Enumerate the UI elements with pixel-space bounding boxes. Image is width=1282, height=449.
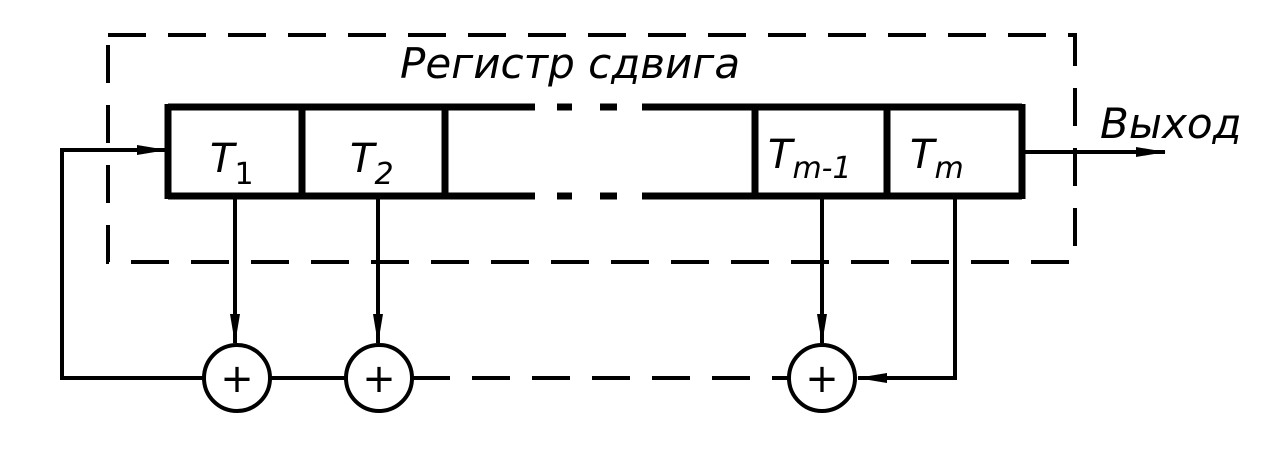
cell-t1: T1 [210, 136, 254, 192]
svg-text:+: + [362, 356, 396, 402]
register [164, 103, 1026, 200]
svg-text:Tm: Tm [910, 132, 964, 186]
adder-3: + [787, 343, 857, 413]
svg-text:T1: T1 [210, 136, 254, 192]
feedback-line [60, 145, 204, 380]
output-label: Выход [1100, 99, 1242, 148]
adder-1: + [202, 343, 272, 413]
register-boundary [106, 33, 1077, 264]
adder-2: + [344, 343, 414, 413]
cell-tm-1: Tm-1 [768, 132, 852, 186]
cell-tm: Tm [910, 132, 964, 186]
tap-tm [857, 198, 957, 383]
svg-text:+: + [805, 356, 839, 402]
cell-t2: T2 [350, 136, 394, 192]
register-title: Регистр сдвига [400, 39, 740, 88]
svg-text:T2: T2 [350, 136, 394, 192]
svg-text:+: + [220, 356, 254, 402]
svg-text:Tm-1: Tm-1 [768, 132, 852, 186]
